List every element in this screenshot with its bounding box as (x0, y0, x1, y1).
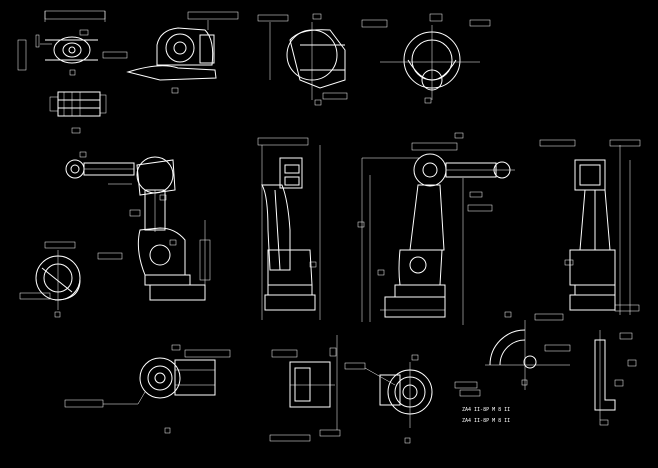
robot-view-1 (65, 151, 211, 301)
robot-view-3 (357, 132, 515, 325)
robot-view-2 (257, 137, 321, 320)
annotation-block: ZA4 II-8P M 8 II ZA4 II-8P M 8 II (454, 381, 510, 424)
detail-circle-left (19, 241, 123, 318)
view-joint-side-b (361, 13, 491, 104)
view-wrist-front (17, 10, 128, 76)
annotation-text-b: ZA4 II-8P M 8 II (462, 418, 510, 424)
view-gear-detail-1 (64, 344, 231, 434)
robot-view-4 (539, 139, 641, 315)
view-arc-detail (485, 311, 571, 390)
view-gear-detail-2 (269, 335, 341, 442)
view-joint-side-a (257, 13, 348, 106)
view-profile-detail (594, 330, 637, 426)
view-gear-detail-3 (344, 354, 433, 444)
annotation-text-a: ZA4 II-8P M 8 II (462, 407, 510, 413)
view-joint-top (126, 11, 239, 94)
view-wrist-side (49, 91, 107, 134)
